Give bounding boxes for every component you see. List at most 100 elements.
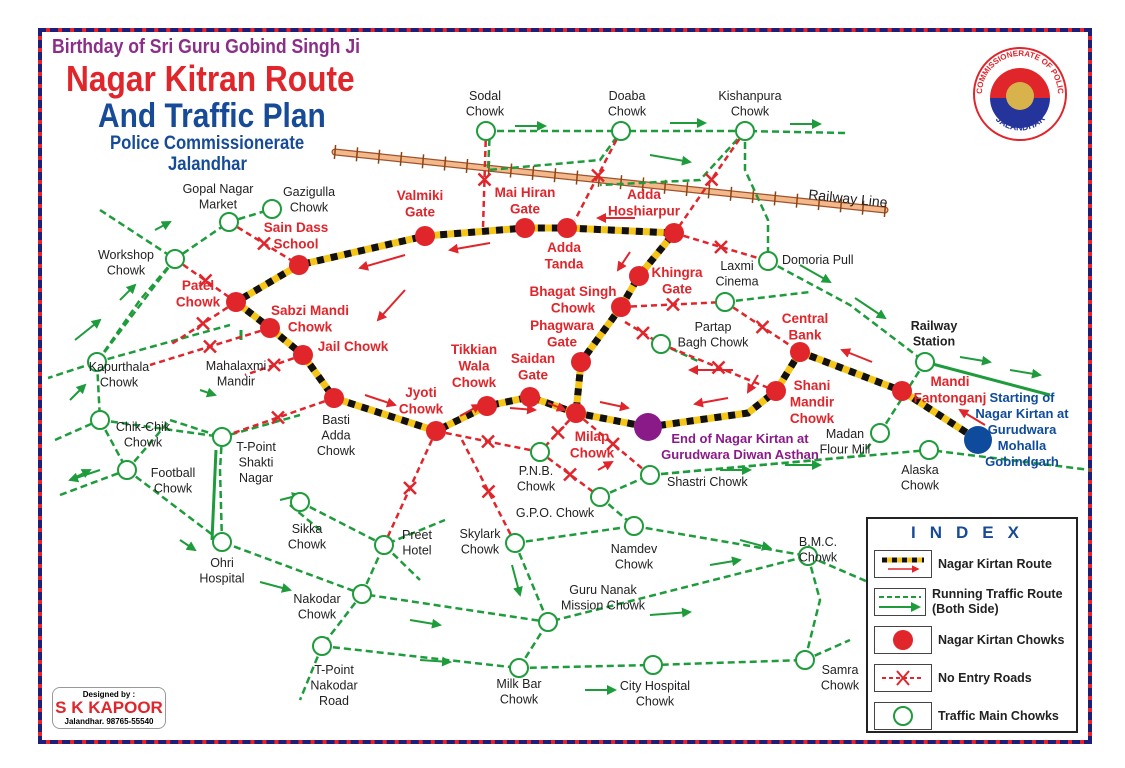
kirtan-chowk-jyoti [426, 421, 446, 441]
chowk-label-line: Chik-Chik [116, 420, 171, 434]
railway-sleeper [377, 149, 381, 164]
traffic-chowk-nakodar [352, 584, 372, 604]
chowk-label-line: Sabzi Mandi [271, 303, 349, 318]
no-entry-x-icon [481, 434, 495, 449]
chowk-label-line: Laxmi [720, 259, 753, 273]
chowk-label-line: Chowk [570, 446, 615, 461]
chowk-label-line: Tanda [545, 257, 584, 272]
railway-sleeper [883, 202, 887, 218]
chowk-label-line: Tikkian [451, 342, 497, 357]
railway-sleeper [817, 195, 821, 211]
chowk-label-line: Bagh Chowk [678, 336, 750, 350]
traffic-chowk-doaba [611, 121, 631, 141]
no-entry-x-icon [755, 320, 770, 334]
traffic-road [599, 130, 746, 187]
chowk-label-line: Mai Hiran [495, 185, 556, 200]
chowk-label-jail: Jail Chowk [318, 339, 389, 354]
chowk-label-line: Wala [458, 359, 489, 374]
railway-sleeper [465, 158, 469, 173]
railway-sleeper [707, 184, 711, 199]
kirtan-chowk-adda_hoshiarpur [664, 223, 684, 243]
chowk-label-gpo: G.P.O. Chowk [516, 506, 595, 520]
kirtan-chowk-bhagat [611, 297, 631, 317]
chowk-label-line: G.P.O. Chowk [516, 506, 595, 520]
legend-item-traffic-chowk: Traffic Main Chowks [868, 697, 1076, 735]
no-entry-road [169, 300, 237, 347]
kirtan-chowk-basti [324, 388, 344, 408]
designer-contact: Jalandhar. 98765-55540 [64, 717, 154, 726]
organization: Police Commissionerate [110, 133, 305, 154]
traffic-chowk-namdev [624, 516, 644, 536]
legend-label: No Entry Roads [938, 670, 1032, 685]
chowk-label-line: Kishanpura [718, 89, 781, 103]
traffic-direction-arrow-icon [179, 539, 197, 552]
chowk-label-line: Basti [322, 413, 350, 427]
chowk-label-line: Football [151, 466, 195, 480]
traffic-road [99, 207, 273, 261]
end-point-end [634, 413, 662, 441]
legend-item-traffic: Running Traffic Route (Both Side) [868, 583, 1076, 621]
chowk-label-line: Phagwara [530, 318, 594, 333]
chowk-label-line: Khingra [651, 265, 702, 280]
legend-item-no-entry: No Entry Roads [868, 659, 1076, 697]
traffic-road [878, 361, 927, 434]
traffic-direction-arrow-icon [649, 154, 692, 166]
map-subtitle: Birthday of Sri Guru Gobind Singh Ji [52, 36, 360, 58]
no-entry-x-icon [551, 425, 565, 440]
chowk-label-line: Doaba [609, 89, 646, 103]
traffic-chowk-partap [651, 334, 671, 354]
chowk-label-line: Chowk [517, 480, 556, 494]
police-logo: COMMISSIONERATE OF POLICE JALANDHAR [972, 46, 1067, 141]
chowk-label-line: School [273, 237, 318, 252]
chowk-label-line: Ohri [210, 556, 234, 570]
chowk-label-line: Gazigulla [283, 185, 335, 199]
chowk-label-line: End of Nagar Kirtan at [671, 431, 809, 446]
railway-sleeper [729, 186, 733, 201]
no-entry-x-icon [257, 236, 271, 251]
traffic-road [96, 323, 231, 364]
chowk-label-line: Chowk [466, 105, 505, 119]
railway-sleeper [509, 163, 513, 178]
city: Jalandhar [168, 154, 247, 175]
traffic-road [321, 638, 851, 670]
no-entry-x-icon [591, 168, 605, 183]
traffic-direction-arrow-icon [739, 539, 772, 551]
traffic-direction-arrow-icon [119, 283, 137, 301]
chowk-label-line: Jyoti [405, 385, 437, 400]
chowk-label-line: Adda [321, 429, 350, 443]
kirtan-chowk-jail [293, 345, 313, 365]
start-point-start [964, 426, 992, 454]
chowk-label-line: Chowk [551, 301, 596, 316]
chowk-label-line: Railway [911, 319, 958, 333]
kirtan-chowk-tikkian [477, 396, 497, 416]
traffic-direction-arrow-icon [68, 469, 101, 483]
no-entry-x-icon [196, 316, 210, 331]
traffic-chowk-cityhosp [643, 655, 663, 675]
railway-sleeper [333, 144, 337, 160]
chowk-label-line: Mandir [790, 395, 835, 410]
chowk-label-line: Gate [405, 205, 436, 220]
kirtan-chowk-adda_tanda [557, 218, 577, 238]
no-entry-x-icon [711, 360, 726, 375]
traffic-road [514, 524, 822, 661]
no-entry-x-icon [666, 297, 680, 312]
kirtan-chowk-shani [766, 381, 786, 401]
route-direction-arrow-icon [459, 404, 482, 417]
no-entry-x-icon [704, 172, 719, 187]
traffic-road [126, 469, 876, 624]
chowk-label-line: Gurudwara Diwan Asthan [661, 447, 819, 462]
traffic-road [599, 448, 1091, 499]
chowk-label-line: T-Point [236, 440, 276, 454]
